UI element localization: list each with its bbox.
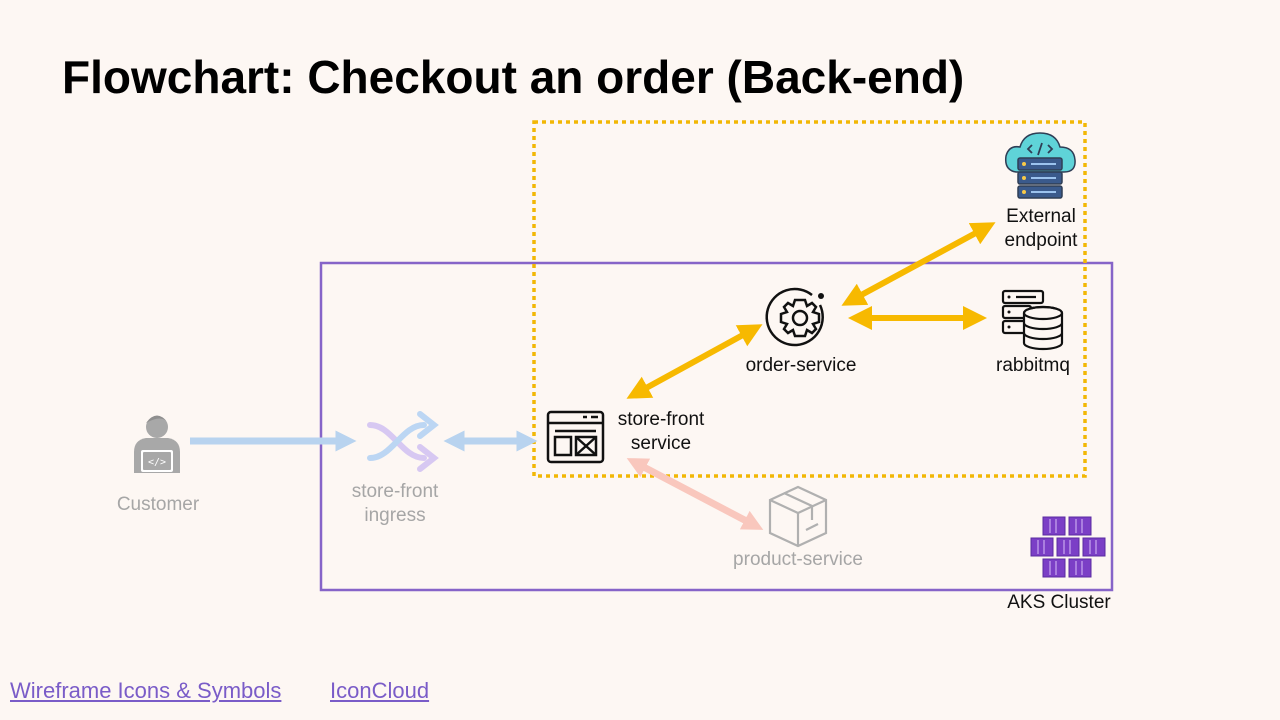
aks-cluster-label: AKS Cluster (1007, 592, 1111, 613)
server-database-icon (1001, 289, 1064, 351)
cloud-server-icon (1004, 132, 1076, 199)
storefront-service-label: store-front service (603, 408, 719, 456)
package-box-icon (768, 485, 828, 548)
ingress-label: store-front ingress (335, 480, 455, 528)
arrow-order-external (841, 222, 996, 306)
arrow-storefront-product (626, 458, 764, 530)
product-service-label: product-service (733, 549, 863, 570)
aks-cubes-icon (1030, 516, 1106, 578)
arrow-storefront-order (626, 324, 763, 399)
external-endpoint-label: External endpoint (991, 205, 1091, 253)
page-title: Flowchart: Checkout an order (Back-end) (62, 51, 965, 103)
aks-cluster-boundary (319, 261, 1114, 592)
external-label-line2: endpoint (1004, 230, 1078, 251)
ingress-label-line2: ingress (364, 505, 426, 526)
external-label-line1: External (1006, 206, 1076, 227)
gear-icon (765, 287, 824, 347)
browser-window-icon (546, 410, 605, 464)
storefront-label-line1: store-front (617, 409, 705, 430)
order-service-label: order-service (745, 355, 857, 376)
rabbitmq-label: rabbitmq (996, 355, 1070, 376)
wireframe-icons-link[interactable]: Wireframe Icons & Symbols (10, 678, 282, 703)
svg-text:</>: </> (148, 457, 166, 468)
storefront-label-line2: service (630, 433, 692, 454)
ingress-label-line1: store-front (351, 481, 439, 502)
backend-highlight-region (532, 120, 1087, 478)
iconcloud-link[interactable]: IconCloud (330, 678, 430, 703)
customer-label: Customer (116, 494, 200, 515)
shuffle-ingress-icon (367, 411, 439, 472)
developer-user-icon: </> (134, 415, 180, 473)
